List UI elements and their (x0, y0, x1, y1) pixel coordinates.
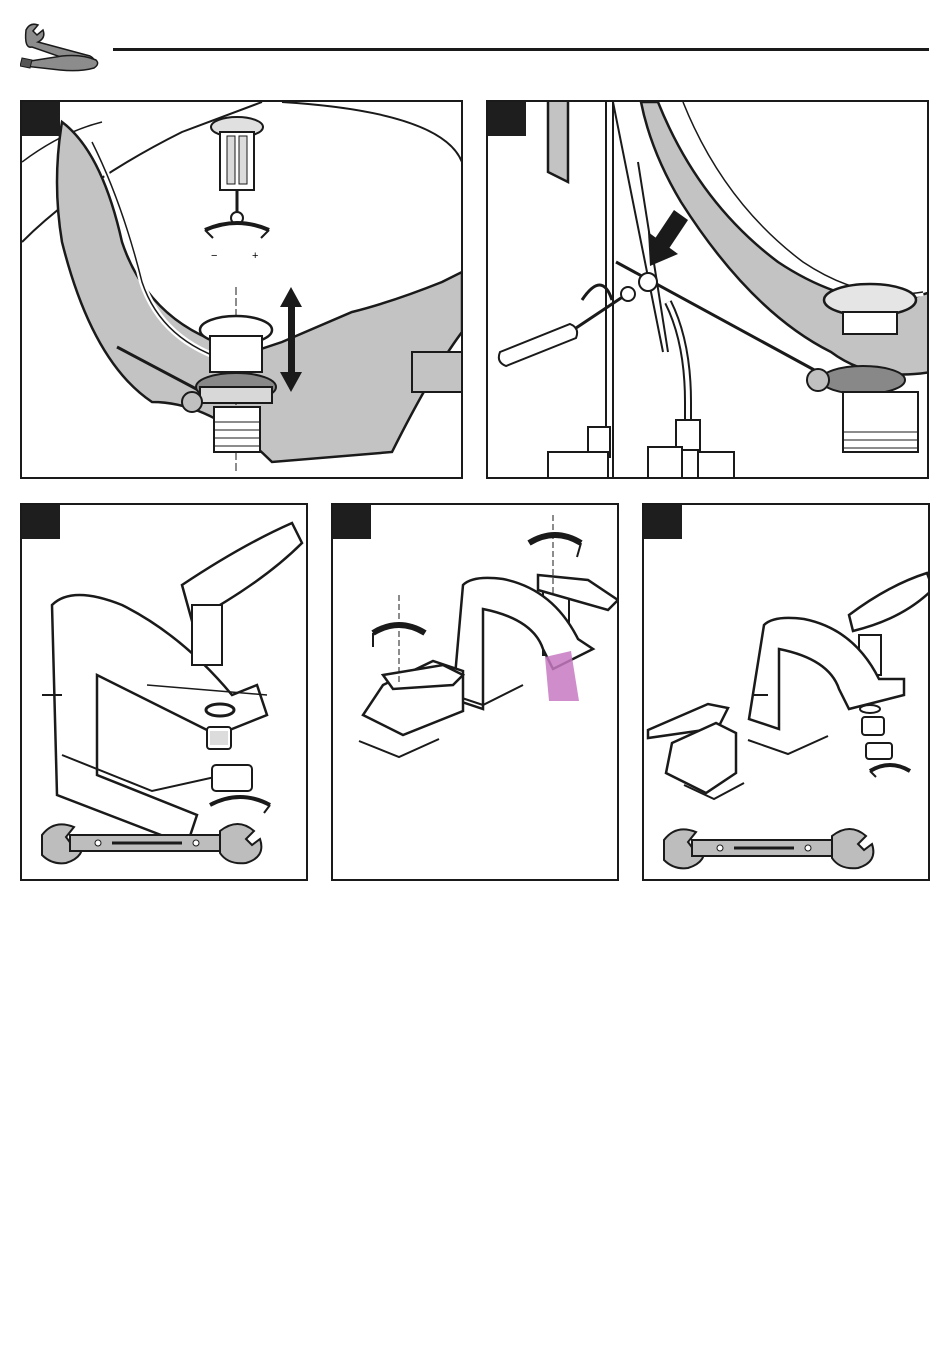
step-number (333, 505, 371, 539)
aerator-icon (862, 717, 910, 777)
wrench-icon (664, 829, 873, 868)
step-number (488, 102, 526, 136)
header-rule (113, 48, 929, 51)
down-arrow-icon (648, 210, 688, 266)
tools-icon (20, 18, 102, 74)
panel-step-2 (486, 100, 929, 479)
panel-step-1: − + (20, 100, 463, 479)
panel-step-3 (20, 503, 308, 881)
screwdriver-icon (499, 285, 635, 366)
step-number (644, 505, 682, 539)
panel-step-5 (642, 503, 930, 881)
aerator-icon (207, 727, 270, 813)
step-number (22, 102, 60, 136)
pop-up-stopper-icon (211, 117, 263, 224)
step-number (22, 505, 60, 539)
faucet-icon (42, 523, 302, 845)
panel-step-4 (331, 503, 619, 881)
adjust-minus-label: − (211, 250, 217, 262)
adjust-rotation-icon (205, 223, 269, 238)
adjust-plus-label: + (252, 250, 258, 262)
faucet-icon (359, 575, 618, 757)
